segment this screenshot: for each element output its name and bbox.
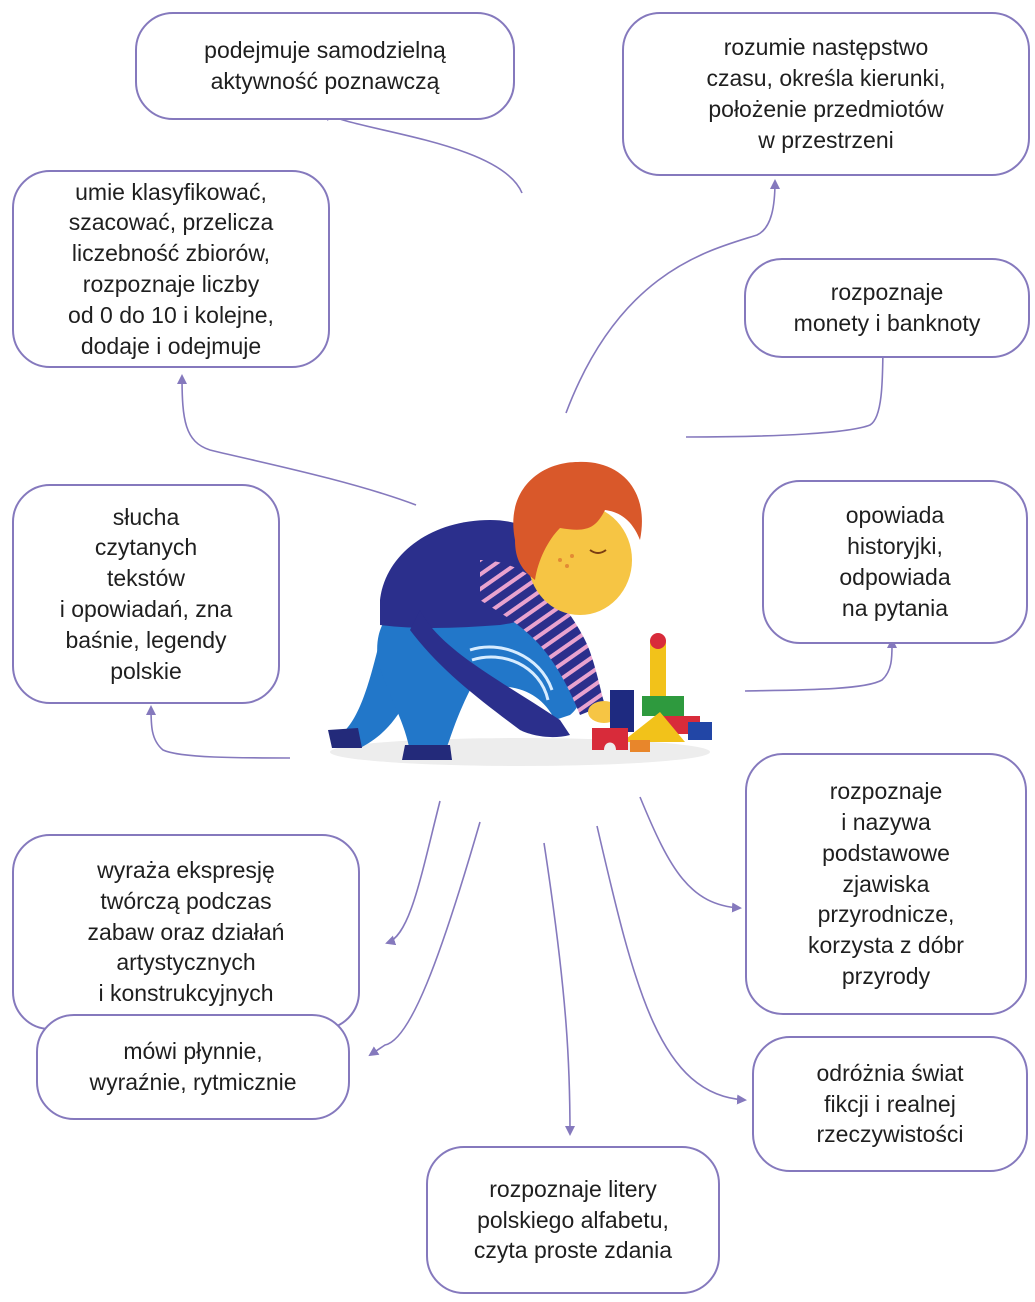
closed-eye xyxy=(589,549,607,554)
block-tall-yellow xyxy=(650,640,666,696)
node-fiction: odróżnia świat fikcji i realnej rzeczywi… xyxy=(752,1036,1028,1172)
node-listening: słucha czytanych tekstów i opowiadań, zn… xyxy=(12,484,280,704)
arrow-to-time xyxy=(565,179,780,414)
node-money: rozpoznaje monety i banknoty xyxy=(744,258,1030,358)
block-green xyxy=(642,696,684,716)
node-expression: wyraża ekspresję twórczą podczas zabaw o… xyxy=(12,834,360,1030)
back-shoe xyxy=(328,728,362,748)
freckle-3 xyxy=(570,554,574,558)
arrow-to-speech xyxy=(368,821,481,1057)
arrow-to-stories xyxy=(744,638,898,692)
trousers-stripe xyxy=(469,645,554,691)
back-arm xyxy=(410,610,570,738)
arrow-to-activity xyxy=(323,110,523,194)
arrow-to-listening xyxy=(146,705,291,759)
block-navy xyxy=(610,690,634,732)
node-activity: podejmuje samodzielną aktywność poznawcz… xyxy=(135,12,515,120)
floor-shadow xyxy=(330,738,710,766)
block-red-top xyxy=(650,633,666,649)
block-yellow-triangle xyxy=(622,712,685,742)
trousers-stripe-2 xyxy=(471,655,550,701)
front-shoe xyxy=(402,745,452,760)
arrow-to-nature xyxy=(639,796,742,913)
arrow-to-fiction xyxy=(596,825,747,1105)
arrow-to-letters xyxy=(543,842,575,1136)
node-stories: opowiada historyjki, odpowiada na pytani… xyxy=(762,480,1028,644)
arrow-to-money xyxy=(685,334,888,438)
hair xyxy=(513,461,642,580)
striped-arm xyxy=(480,560,605,715)
block-orange xyxy=(630,740,650,752)
node-speech: mówi płynnie, wyraźnie, rytmicznie xyxy=(36,1014,350,1120)
freckle-2 xyxy=(565,564,569,568)
freckle xyxy=(558,558,562,562)
block-blue xyxy=(688,722,712,740)
arrow-to-expression xyxy=(385,800,441,946)
arrow-to-math xyxy=(177,374,417,506)
block-red-arch xyxy=(592,728,628,750)
node-math: umie klasyfikować, szacować, przelicza l… xyxy=(12,170,330,368)
node-letters: rozpoznaje litery polskiego alfabetu, cz… xyxy=(426,1146,720,1294)
child-playing-with-blocks-illustration xyxy=(328,461,712,766)
node-time: rozumie następstwo czasu, określa kierun… xyxy=(622,12,1030,176)
node-nature: rozpoznaje i nazywa podstawowe zjawiska … xyxy=(745,753,1027,1015)
